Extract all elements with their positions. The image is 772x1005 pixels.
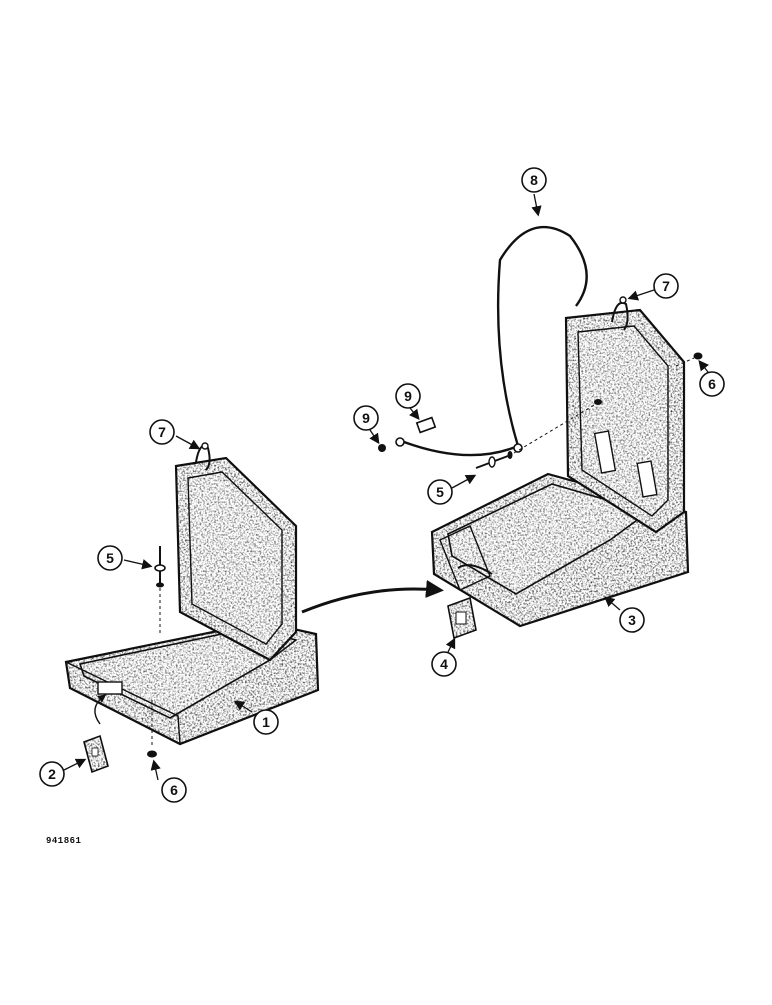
callout-label: 9 — [362, 410, 370, 426]
callout-3: 3 — [604, 596, 645, 633]
screw — [378, 437, 405, 452]
callout-9-pin: 9 — [395, 383, 421, 421]
callout-1: 1 — [233, 700, 279, 735]
callout-label: 6 — [170, 782, 178, 798]
callout-label: 2 — [48, 766, 56, 782]
callout-5-right: 5 — [427, 474, 477, 505]
callout-label: 6 — [708, 376, 716, 392]
callout-4: 4 — [431, 637, 457, 677]
washer-left — [147, 700, 157, 758]
callout-label: 7 — [662, 278, 670, 294]
callout-6-left: 6 — [150, 759, 187, 803]
callout-5-left: 5 — [97, 545, 153, 571]
pin — [415, 416, 437, 434]
callout-label: 7 — [158, 424, 166, 440]
callout-9-screw: 9 — [353, 405, 380, 445]
rivet-right — [475, 399, 602, 469]
seat-cushion-right — [430, 308, 690, 628]
callout-7-right: 7 — [627, 273, 679, 301]
callout-label: 8 — [530, 172, 538, 188]
rivet-left — [154, 546, 166, 634]
plate-right — [447, 596, 477, 640]
latch-right — [611, 296, 629, 331]
callout-label: 1 — [262, 714, 270, 730]
latch-left — [195, 442, 211, 471]
callout-8: 8 — [521, 167, 547, 217]
callout-7-left: 7 — [149, 419, 201, 450]
callout-label: 5 — [106, 550, 114, 566]
callout-label: 4 — [440, 656, 448, 672]
transfer-arrow — [301, 579, 444, 614]
plate-left — [83, 694, 109, 774]
figure-id: 941861 — [46, 836, 82, 846]
callout-label: 3 — [628, 612, 636, 628]
callout-label: 5 — [436, 484, 444, 500]
washer-right — [675, 352, 703, 367]
callout-label: 9 — [404, 388, 412, 404]
callout-6-right: 6 — [698, 359, 725, 397]
cable — [403, 226, 588, 457]
seat-cushion-left — [64, 456, 320, 746]
callout-2: 2 — [39, 758, 87, 787]
